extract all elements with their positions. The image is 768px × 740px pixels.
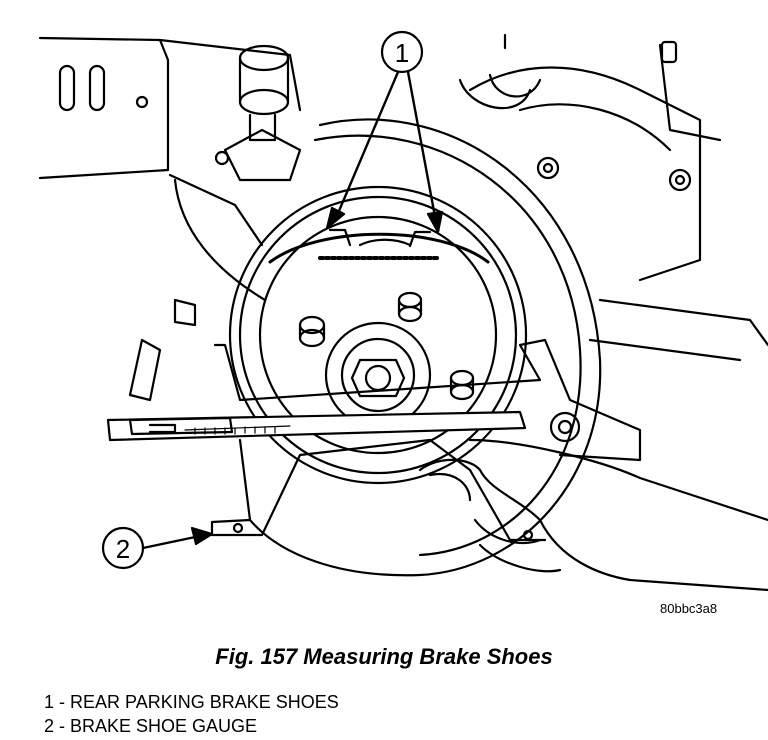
callout-2	[101, 526, 214, 570]
lug-stud	[397, 291, 423, 323]
legend: 1 - REAR PARKING BRAKE SHOES 2 - BRAKE S…	[44, 690, 339, 738]
legend-item: 1 - REAR PARKING BRAKE SHOES	[44, 692, 339, 712]
brake-drum	[228, 185, 528, 485]
figure-title: Fig. 157 Measuring Brake Shoes	[215, 644, 553, 669]
frame-bracket	[38, 36, 302, 247]
upper-bushing	[214, 44, 302, 182]
lug-stud	[298, 315, 326, 348]
legend-item: 2 - BRAKE SHOE GAUGE	[44, 716, 258, 736]
wheel-hub	[298, 291, 475, 429]
brake-shoe-measurement-illustration: 1 2	[38, 30, 768, 592]
image-id: 80bbc3a8	[660, 601, 718, 616]
rear-linkage	[458, 33, 768, 362]
brake-shoe-gauge	[106, 298, 642, 542]
parking-brake-shoes	[268, 228, 490, 264]
callout-2-number: 2	[116, 534, 130, 564]
callout-1-number: 1	[395, 38, 409, 68]
callout-1	[325, 30, 444, 234]
technician-hand	[418, 438, 768, 592]
